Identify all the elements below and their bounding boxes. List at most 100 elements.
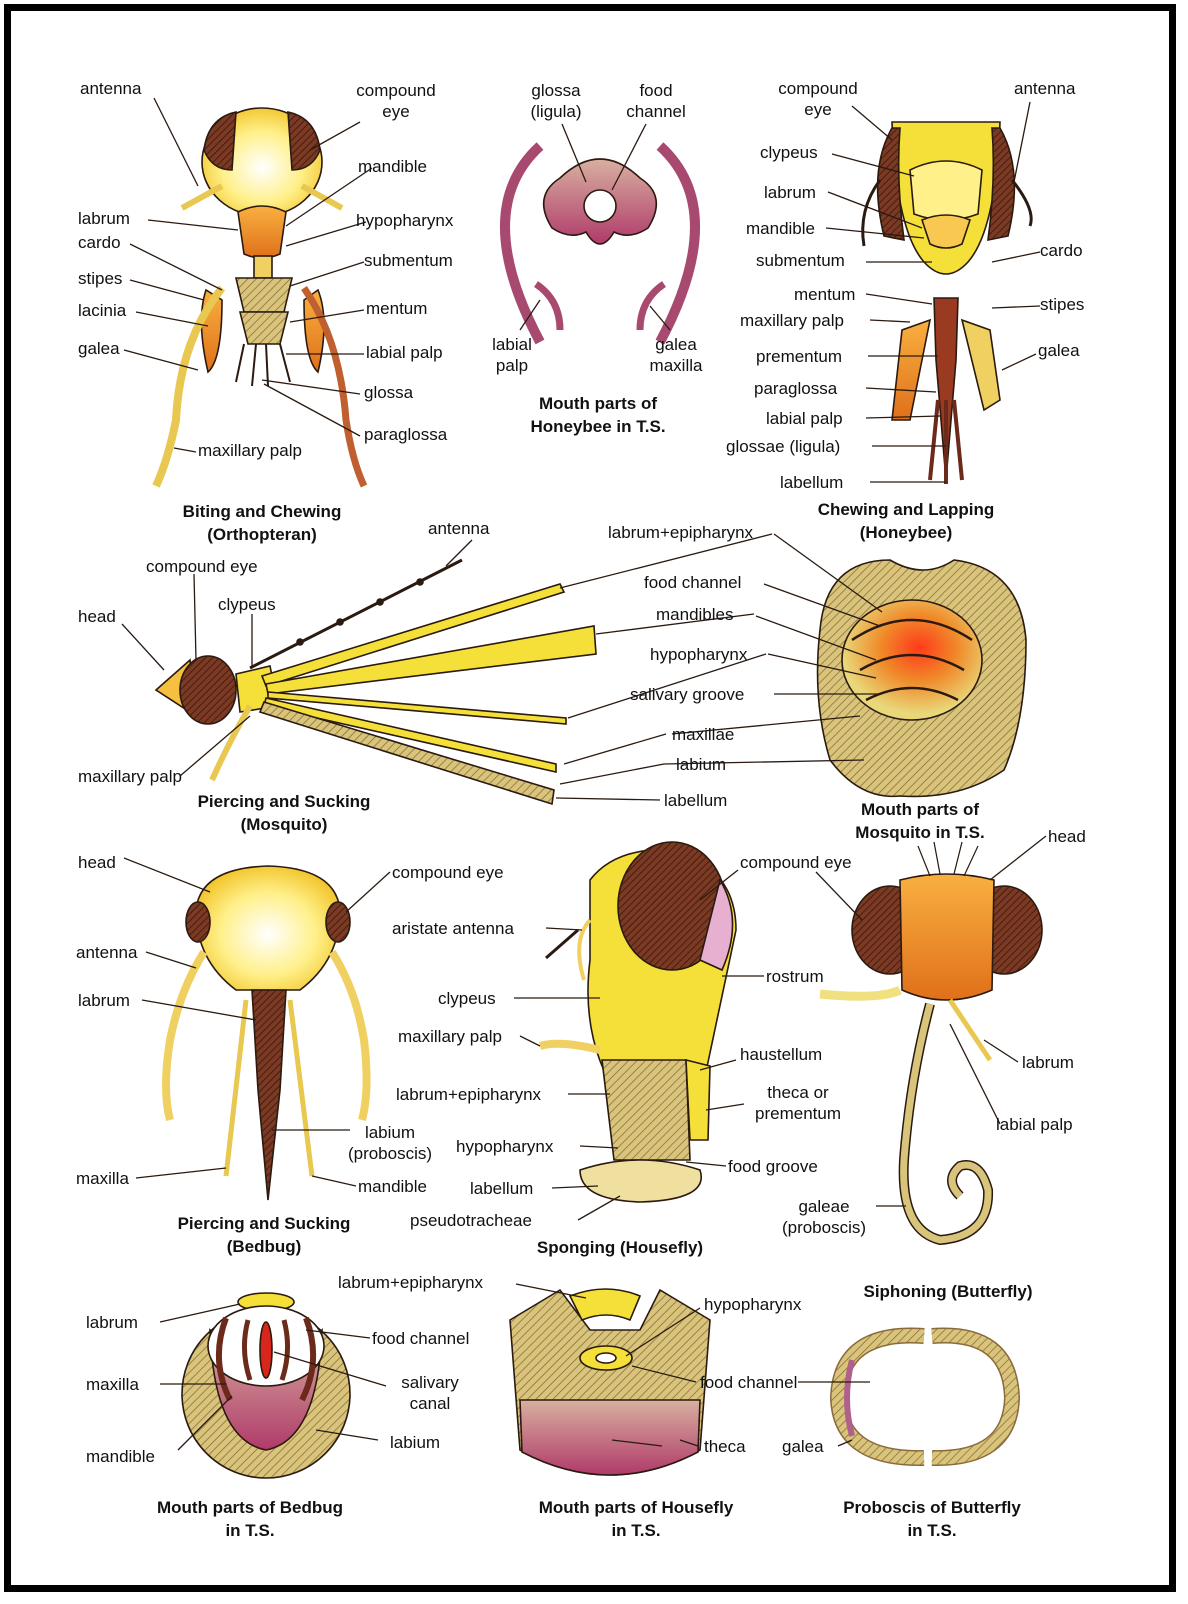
caption-housefly-ts: Mouth parts of Housefly in T.S.: [539, 1496, 734, 1542]
housefly-drawing: [540, 842, 736, 1202]
label-labellum: labellum: [470, 1178, 533, 1199]
label-maxilla: maxilla: [76, 1168, 129, 1189]
caption-mosquito-ts: Mouth parts of Mosquito in T.S.: [855, 798, 984, 844]
label-mandibles: mandibles: [656, 604, 734, 625]
caption-honeybee: Chewing and Lapping (Honeybee): [818, 498, 995, 544]
label-pseudotracheae: pseudotracheae: [410, 1210, 532, 1231]
label-prementum: prementum: [756, 346, 842, 367]
label-maxillary-palp: maxillary palp: [78, 766, 182, 787]
label-labrum: labrum: [1022, 1052, 1074, 1073]
label-compound-eye: compound eye: [778, 78, 857, 120]
caption-honeybee-ts: Mouth parts of Honeybee in T.S.: [530, 392, 665, 438]
label-head: head: [78, 606, 116, 627]
label-cardo: cardo: [1040, 240, 1083, 261]
label-labrum: labrum: [86, 1312, 138, 1333]
label-clypeus: clypeus: [218, 594, 276, 615]
label-compound-eye: compound eye: [392, 862, 504, 883]
label-labium: labium: [676, 754, 726, 775]
label-hypopharynx: hypopharynx: [650, 644, 747, 665]
label-galea: galea: [782, 1436, 824, 1457]
caption-housefly: Sponging (Housefly): [537, 1236, 703, 1259]
butterfly-drawing: [820, 842, 1042, 1240]
label-labial-palp: labial palp: [766, 408, 843, 429]
housefly-ts-drawing: [510, 1289, 710, 1475]
label-food-groove: food groove: [728, 1156, 818, 1177]
label-maxillary-palp: maxillary palp: [398, 1026, 502, 1047]
label-labrum: labrum: [78, 208, 130, 229]
label-food-channel: food channel: [372, 1328, 469, 1349]
label-submentum: submentum: [756, 250, 845, 271]
label-antenna: antenna: [80, 78, 141, 99]
butterfly-ts-drawing: [838, 1336, 1012, 1459]
label-hypopharynx: hypopharynx: [704, 1294, 801, 1315]
label-mandible: mandible: [358, 156, 427, 177]
label-stipes: stipes: [78, 268, 122, 289]
label-labium: labium: [390, 1432, 440, 1453]
label-labium-proboscis: labium (proboscis): [348, 1122, 432, 1164]
label-labrum: labrum: [78, 990, 130, 1011]
label-theca: theca: [704, 1436, 746, 1457]
caption-bedbug: Piercing and Sucking (Bedbug): [178, 1212, 351, 1258]
label-galeae-proboscis: galeae (proboscis): [782, 1196, 866, 1238]
label-aristate-antenna: aristate antenna: [392, 918, 514, 939]
label-labrum-epipharynx: labrum+epipharynx: [608, 522, 753, 543]
label-head: head: [1048, 826, 1086, 847]
label-food-channel: food channel: [644, 572, 741, 593]
label-haustellum: haustellum: [740, 1044, 822, 1065]
label-stipes: stipes: [1040, 294, 1084, 315]
bedbug-ts-drawing: [182, 1293, 350, 1478]
label-mentum: mentum: [794, 284, 855, 305]
label-paraglossa: paraglossa: [754, 378, 837, 399]
label-labial-palp: labial palp: [492, 334, 532, 376]
label-mentum: mentum: [366, 298, 427, 319]
label-labrum: labrum: [764, 182, 816, 203]
label-labrum-epipharynx: labrum+epipharynx: [338, 1272, 483, 1293]
label-salivary-canal: salivary canal: [401, 1372, 459, 1414]
label-labellum: labellum: [664, 790, 727, 811]
label-hypopharynx: hypopharynx: [456, 1136, 553, 1157]
caption-butterfly-ts: Proboscis of Butterfly in T.S.: [843, 1496, 1021, 1542]
caption-orthopteran: Biting and Chewing (Orthopteran): [183, 500, 342, 546]
bedbug-drawing: [166, 866, 367, 1200]
label-maxilla: maxilla: [86, 1374, 139, 1395]
label-mandible: mandible: [746, 218, 815, 239]
honeybee-ts-drawing: [505, 146, 695, 342]
label-clypeus: clypeus: [438, 988, 496, 1009]
label-salivary-groove: salivary groove: [630, 684, 744, 705]
label-clypeus: clypeus: [760, 142, 818, 163]
label-submentum: submentum: [364, 250, 453, 271]
label-food-channel: food channel: [626, 80, 686, 122]
label-head: head: [78, 852, 116, 873]
label-cardo: cardo: [78, 232, 121, 253]
label-lacinia: lacinia: [78, 300, 126, 321]
caption-bedbug-ts: Mouth parts of Bedbug in T.S.: [157, 1496, 343, 1542]
label-maxillae: maxillae: [672, 724, 734, 745]
label-labellum: labellum: [780, 472, 843, 493]
label-labial-palp: labial palp: [366, 342, 443, 363]
label-maxillary-palp: maxillary palp: [198, 440, 302, 461]
label-rostrum: rostrum: [766, 966, 824, 987]
label-compound-eye: compound eye: [146, 556, 258, 577]
label-hypopharynx: hypopharynx: [356, 210, 453, 231]
label-theca-prementum: theca or prementum: [755, 1082, 841, 1124]
label-mandible: mandible: [86, 1446, 155, 1467]
label-galea: galea: [78, 338, 120, 359]
label-labrum-epipharynx: labrum+epipharynx: [396, 1084, 541, 1105]
label-glossae: glossae (ligula): [726, 436, 840, 457]
mosquito-ts-drawing: [818, 560, 1026, 796]
honeybee-drawing: [863, 122, 1031, 484]
label-antenna: antenna: [428, 518, 489, 539]
label-compound-eye: compound eye: [740, 852, 852, 873]
caption-butterfly: Siphoning (Butterfly): [863, 1280, 1032, 1303]
label-glossa-ligula: glossa (ligula): [530, 80, 581, 122]
label-compound-eye: compound eye: [356, 80, 435, 122]
label-mandible: mandible: [358, 1176, 427, 1197]
label-galea-maxilla: galea maxilla: [650, 334, 703, 376]
caption-mosquito: Piercing and Sucking (Mosquito): [198, 790, 371, 836]
label-maxillary-palp: maxillary palp: [740, 310, 844, 331]
label-labial-palp: labial palp: [996, 1114, 1073, 1135]
label-paraglossa: paraglossa: [364, 424, 447, 445]
label-food-channel: food channel: [700, 1372, 797, 1393]
label-glossa: glossa: [364, 382, 413, 403]
